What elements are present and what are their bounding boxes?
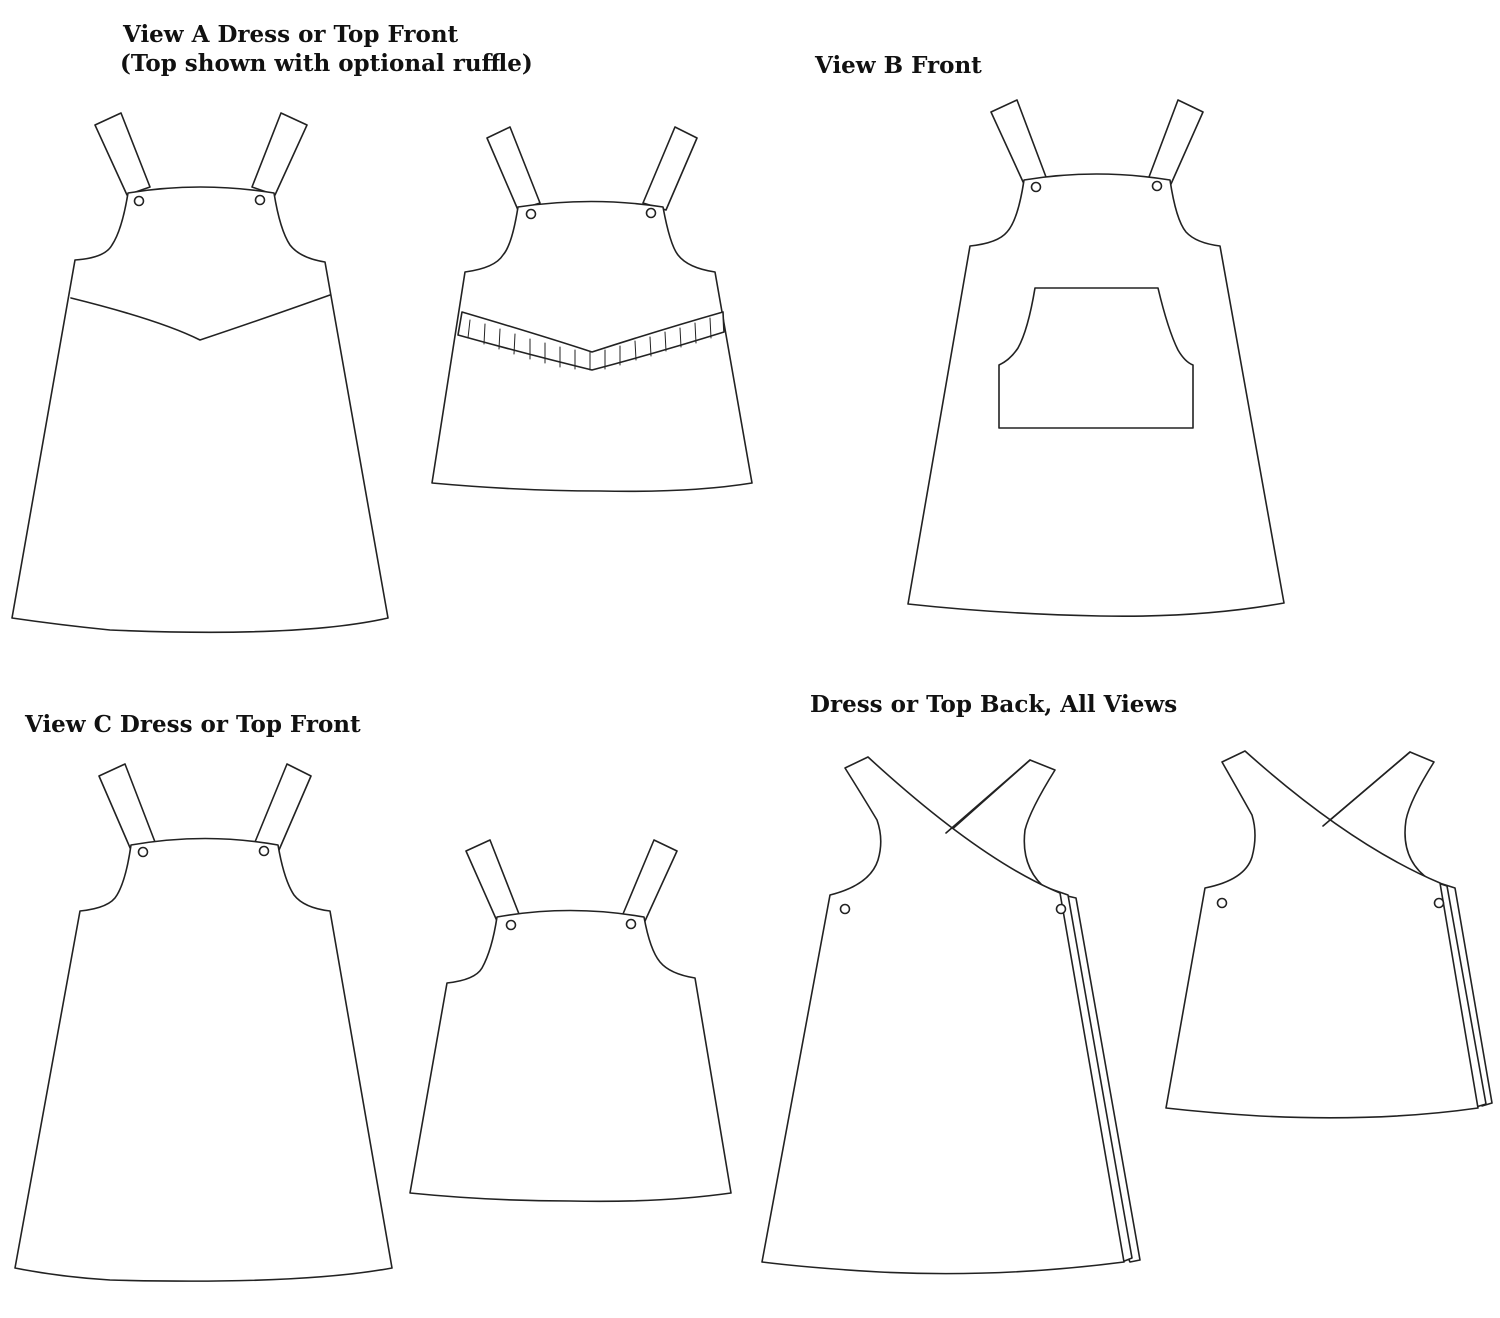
view-b-drawing [907,99,1285,618]
back-dress-body [761,756,1125,1275]
view-b-left-strap [990,99,1047,185]
view-c-top-button-left [505,919,517,931]
view-a-top-right-strap [642,126,698,211]
back-top-body [1165,750,1479,1119]
back-top-button-right [1433,897,1445,909]
view-a-top-button-left [525,208,537,220]
view-a-dress-body [11,186,389,634]
view-a-top-left-strap [486,126,541,211]
view-c-dress-drawing [14,763,393,1282]
view-a-top-drawing [431,126,753,493]
back-title: Dress or Top Back, All Views [810,691,1178,718]
view-c-dress-left-strap [98,763,156,851]
back-dress-strap-edge [945,759,1031,834]
view-c-dress-button-right [258,845,270,857]
back-dress-drawing [761,756,1141,1275]
view-b-pocket [998,287,1194,429]
view-c-top-left-strap [465,839,520,922]
view-b-title: View B Front [815,52,982,79]
view-b-button-left [1030,181,1042,193]
view-a-top-button-right [645,207,657,219]
view-a-top-body [431,200,753,493]
view-a-dress-button-left [133,195,145,207]
back-top-drawing [1165,750,1493,1119]
view-a-dress-drawing [11,112,389,634]
back-top-button-left [1216,897,1228,909]
view-a-top-ruffle [457,311,725,371]
view-c-dress-right-strap [254,763,312,851]
view-b-right-strap [1148,99,1204,185]
view-a-top-ruffle-gathers [467,317,712,371]
view-a-dress-yoke-seam [70,294,331,341]
view-a-dress-right-strap [251,112,308,196]
view-c-title: View C Dress or Top Front [25,711,361,738]
view-a-title: View A Dress or Top Front [123,21,459,48]
view-a-dress-left-strap [94,112,151,196]
view-c-top-button-right [625,918,637,930]
view-c-dress-button-left [137,846,149,858]
view-c-top-drawing [409,839,732,1203]
view-c-top-right-strap [622,839,678,922]
back-dress-button-right [1055,903,1067,915]
view-a-note: (Top shown with optional ruffle) [120,50,533,77]
back-dress-button-left [839,903,851,915]
view-c-top-body [409,909,732,1203]
back-top-strap-edge [1322,751,1411,827]
view-b-button-right [1151,180,1163,192]
view-c-dress-body [14,837,393,1282]
view-a-dress-button-right [254,194,266,206]
